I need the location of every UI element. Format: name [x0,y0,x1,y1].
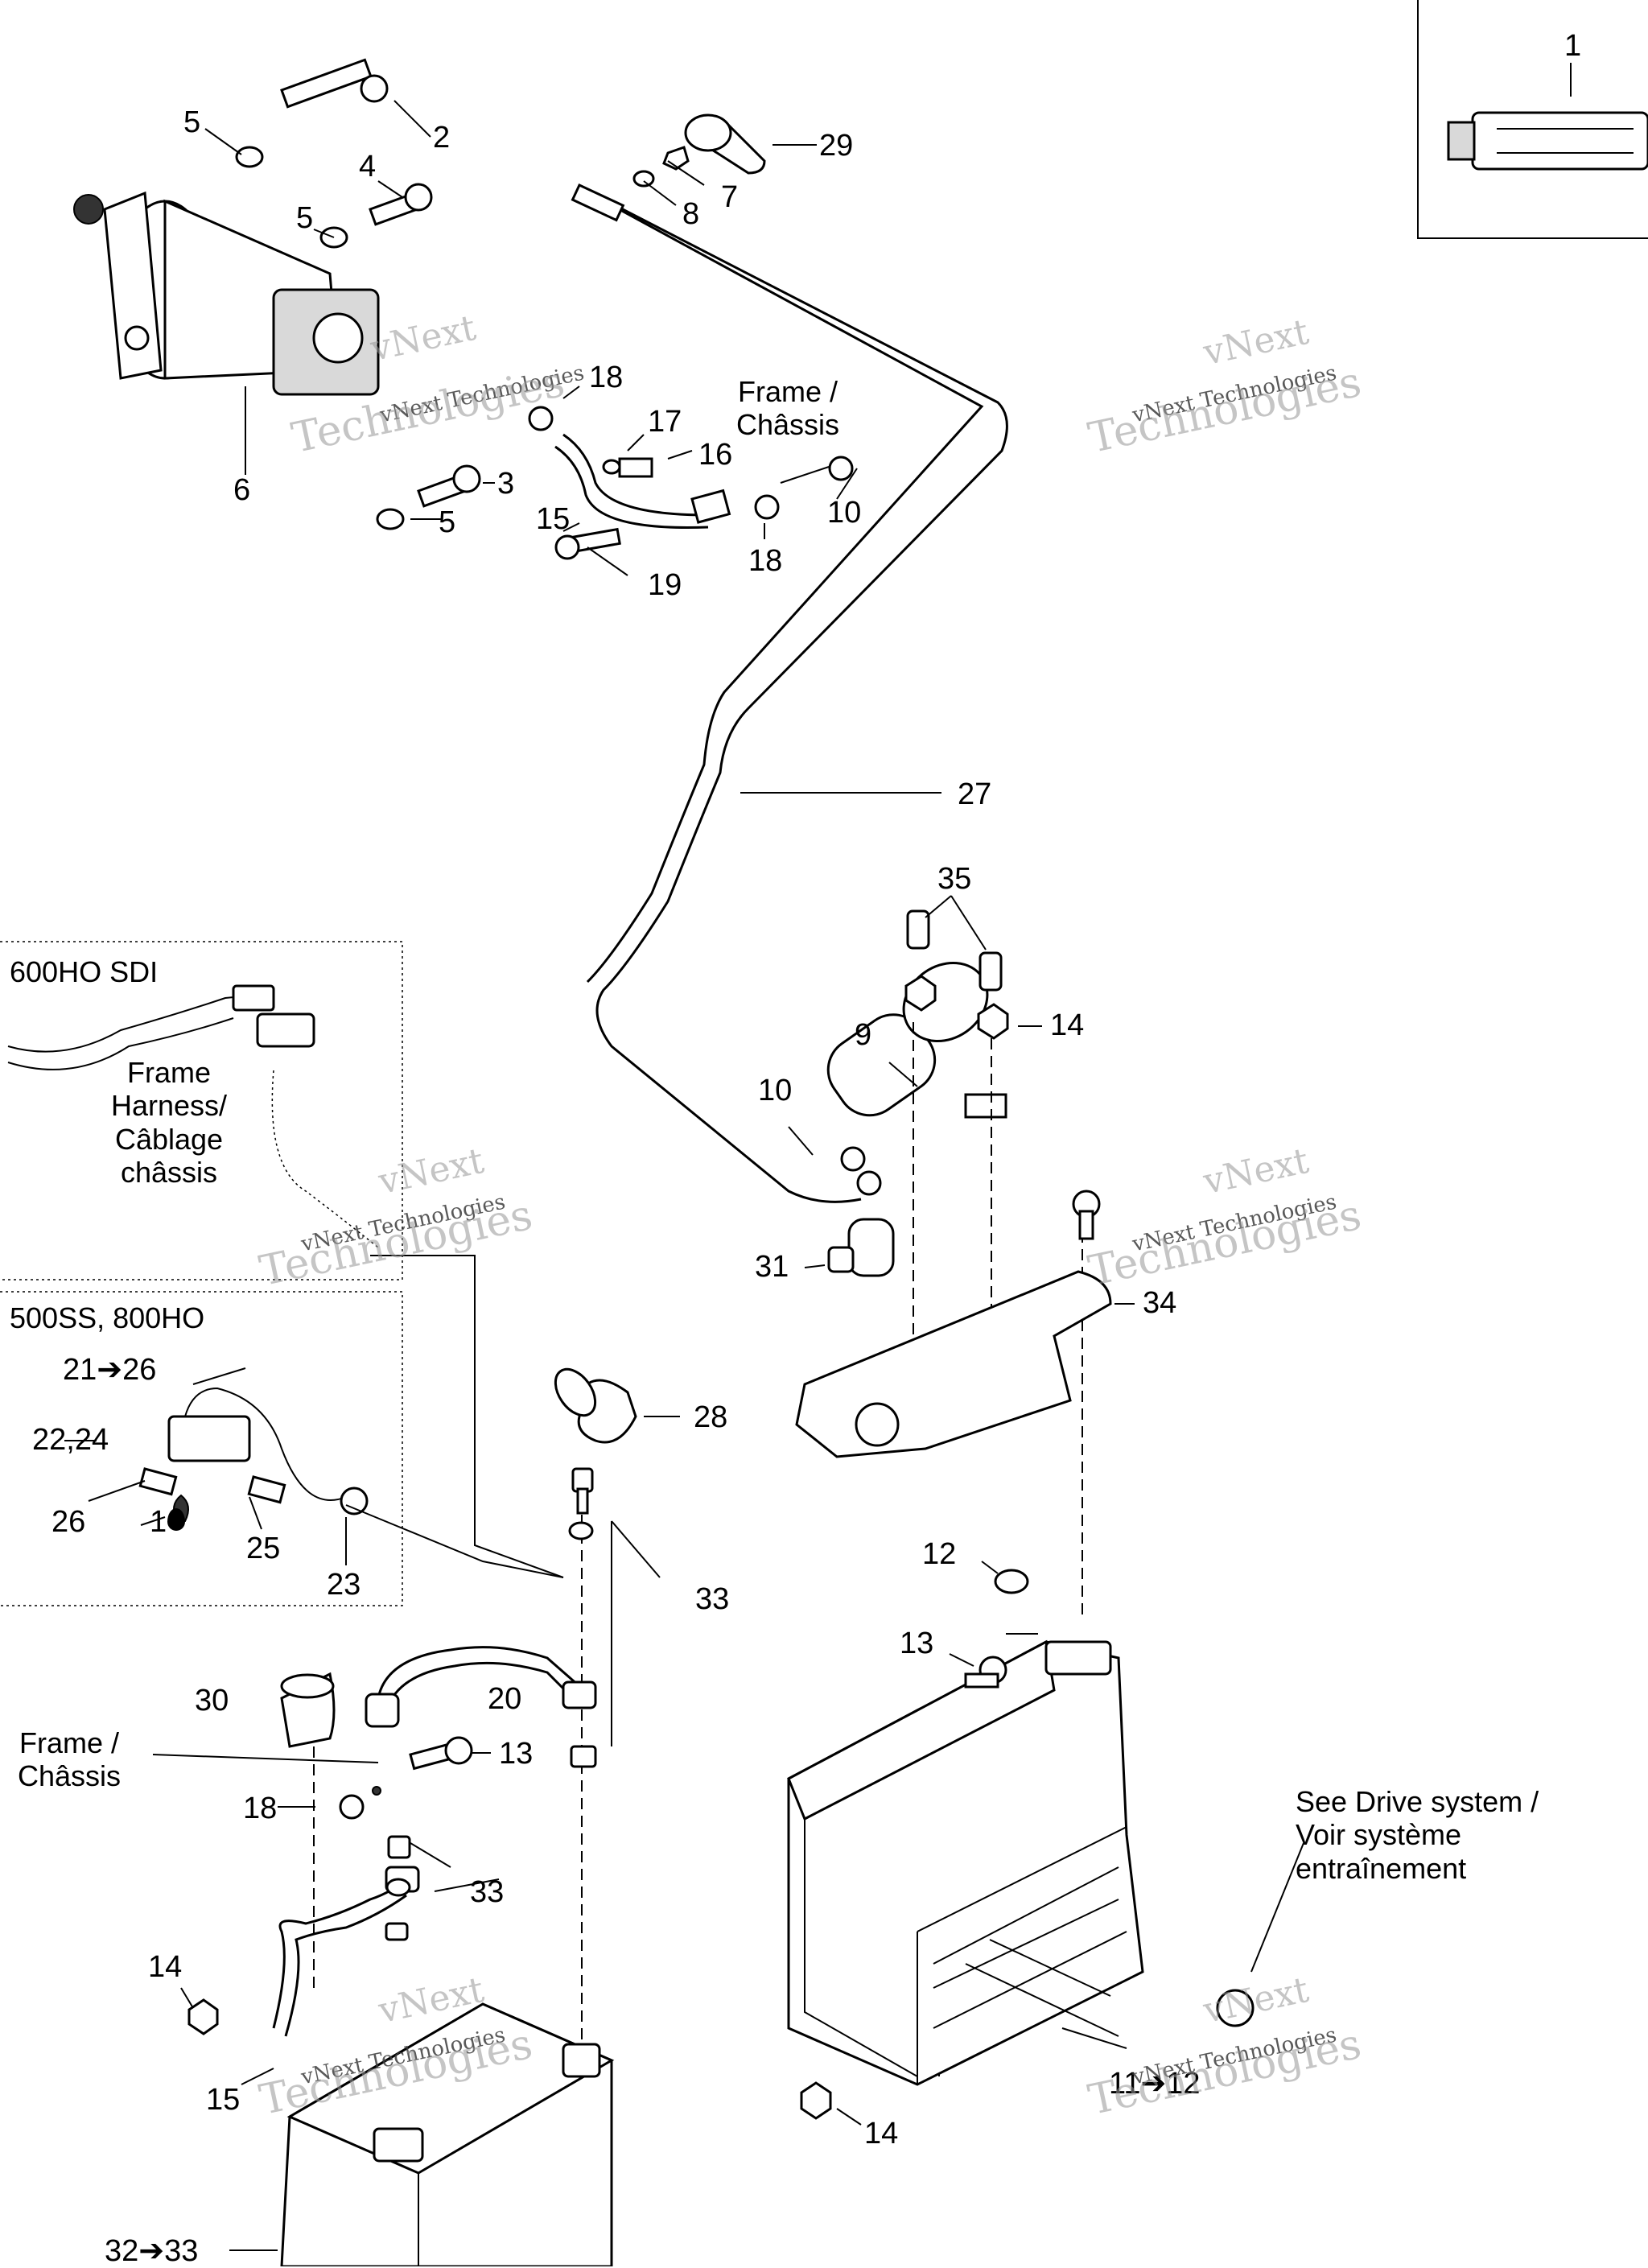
callout-20: 20 [488,1682,522,1716]
callout-34: 34 [1143,1286,1177,1320]
callout-14: 14 [864,2117,899,2150]
note-line: See Drive system / [1296,1785,1539,1818]
frame-harness [7,984,379,1248]
terminal-boot-29 [632,113,766,188]
callout-16: 16 [698,438,733,472]
callout-13: 13 [900,1627,934,1660]
callout-31: 31 [755,1250,789,1284]
note-line: Frame [127,1056,212,1089]
note-line: châssis [121,1156,218,1190]
callout-15: 15 [206,2083,241,2117]
callout-7: 7 [721,180,739,214]
note-line: Châssis [736,408,840,442]
callout-4: 4 [359,150,377,184]
callout-33: 33 [695,1582,730,1616]
callout-17: 17 [648,405,682,439]
ground-cable-15-bottom [187,1835,420,2037]
note-line: Harness/ [111,1089,228,1123]
note-see-drive-system: See Drive system / Voir système entraîne… [1296,1785,1539,1885]
bolt-near-34 [1072,1190,1101,1240]
caps-35-nuts-14 [904,909,1009,1040]
battery-32 [280,2002,615,2266]
callout-18: 18 [243,1792,278,1825]
callout-1: 1 [1564,29,1582,63]
callout-13: 13 [499,1737,534,1771]
callout-23: 23 [327,1568,361,1602]
inset-box-grease [1417,0,1648,239]
callout-15: 15 [536,502,571,536]
callout-6: 6 [233,473,251,507]
callout-12: 12 [922,1537,957,1571]
note-frame-chassis-left: Frame / Châssis [18,1726,121,1793]
callout-33: 33 [470,1875,505,1909]
callout-3: 3 [497,467,515,501]
note-line: Voir système [1296,1818,1462,1852]
callout-5: 5 [439,505,456,539]
leader-fuse-to-33 [345,1504,564,1578]
callout-9: 9 [855,1018,872,1052]
callout-30: 30 [195,1684,229,1717]
callout-19: 19 [648,568,682,602]
callout-27: 27 [958,777,992,811]
cable-27 [591,192,1008,1203]
callout-10: 10 [758,1074,793,1107]
callout-22-24: 22,24 [32,1423,109,1457]
note-line: entraînement [1296,1851,1467,1885]
terminal-31 [827,1218,895,1277]
note-frame-harness: Frame Harness/ Câblage châssis [111,1056,227,1190]
callout-28: 28 [694,1400,728,1434]
note-line: Frame / [738,375,838,408]
callout-35: 35 [937,862,972,896]
variant-label-500ss-800ho: 500SS, 800HO [10,1301,205,1334]
callout-18: 18 [589,361,624,394]
callout-21-26: 21➔26 [63,1353,157,1387]
fuse-holder-assembly [138,1387,369,1522]
variant-boxes [0,941,403,1606]
callout-25: 25 [246,1532,281,1565]
starter-motor [73,191,380,396]
note-line: Câblage [114,1122,224,1156]
leader-harness-to-33 [370,1255,564,1578]
callout-18: 18 [748,544,783,578]
oil-drop-icon [167,1508,185,1531]
bracket-34-hole [855,1402,900,1447]
callout-1-lubricant: 1 [150,1505,167,1539]
callout-11-12: 11➔12 [1109,2067,1201,2101]
callout-5: 5 [183,105,201,139]
callout-2: 2 [433,121,451,155]
callout-8: 8 [682,197,700,231]
callout-14: 14 [148,1950,183,1984]
cable-20 [365,1646,597,1728]
note-line: Frame / [19,1726,120,1759]
note-line: Châssis [18,1759,122,1793]
callout-5: 5 [296,201,314,235]
cap-28 [554,1367,637,1444]
bolt-13-and-washer-18 [339,1736,473,1820]
callout-14: 14 [1050,1008,1085,1042]
battery-box-11 [787,1639,1144,2086]
variant-label-600ho-sdi: 600HO SDI [10,955,159,988]
callout-29: 29 [819,129,854,163]
hardware-box [800,1569,1255,2120]
cable-27-inner [586,204,984,983]
callout-10: 10 [827,496,862,530]
callout-32-33: 32➔33 [105,2234,199,2268]
leader-lines [64,100,1304,2251]
cap-30 [280,1672,336,1748]
ground-cable-15-top [528,406,854,560]
callout-26: 26 [52,1505,86,1539]
note-frame-chassis-top: Frame / Châssis [736,375,839,442]
bracket-34 [795,1270,1112,1458]
hardware-33 [568,1467,597,1768]
